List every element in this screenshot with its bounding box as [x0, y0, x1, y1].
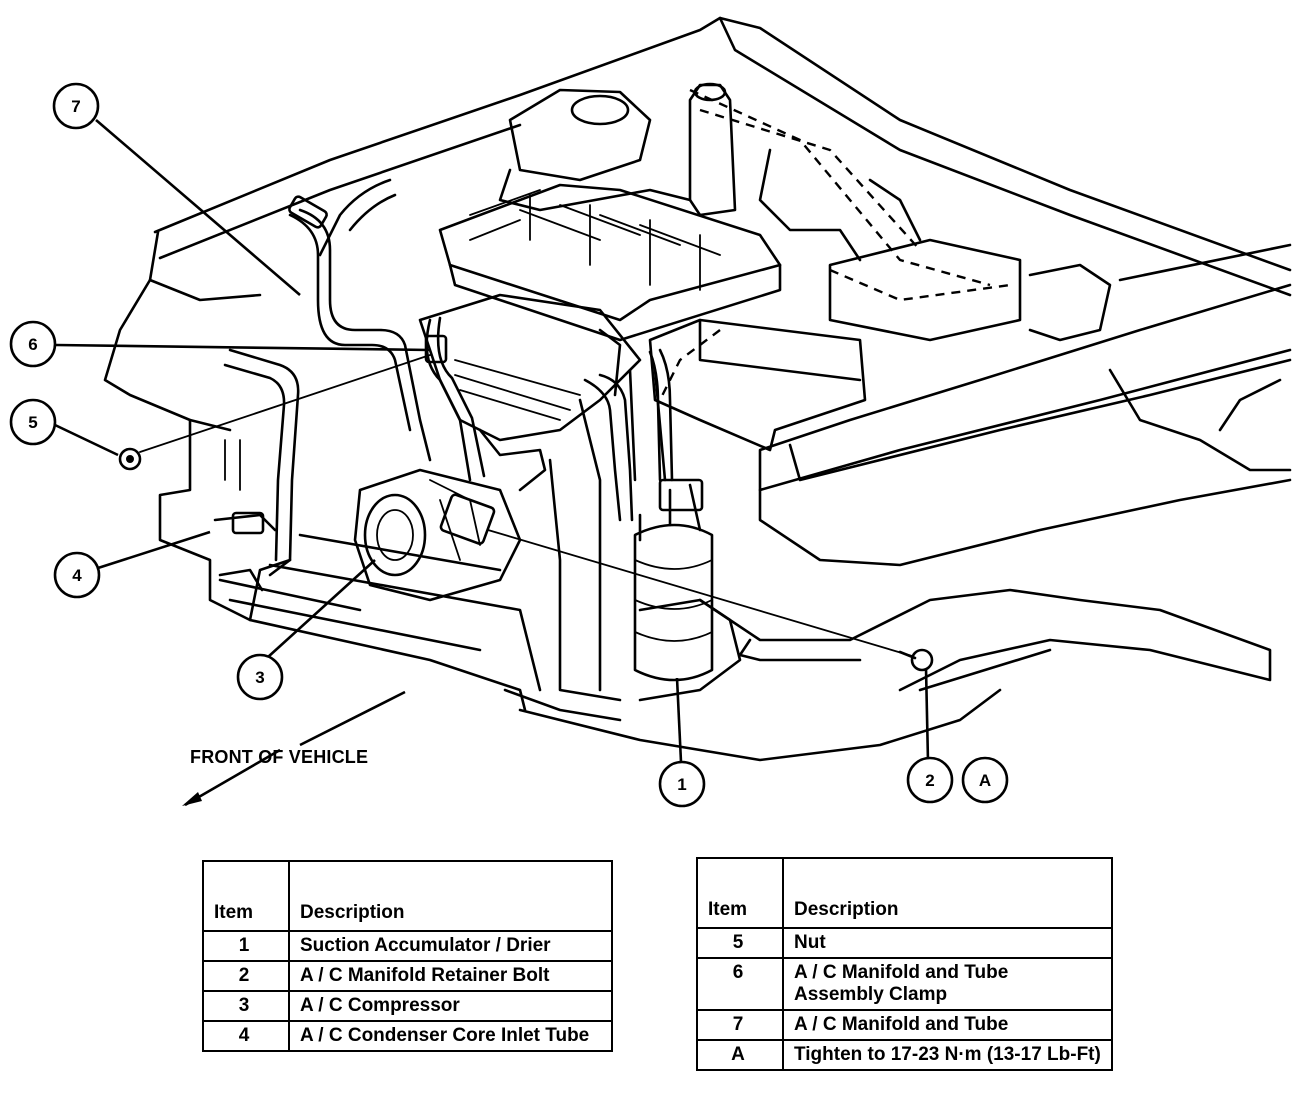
svg-text:4: 4	[72, 566, 82, 585]
callout-7: 7	[52, 82, 100, 130]
suction-accumulator-drier	[628, 368, 714, 682]
callout-5: 5	[9, 398, 57, 446]
svg-text:7: 7	[71, 97, 80, 116]
ac-manifold-and-tube	[213, 88, 1011, 592]
svg-text:3: 3	[255, 668, 264, 687]
item-column-header: Item	[202, 860, 290, 932]
item-column-header: Item	[696, 857, 784, 929]
legend-row: 3 A / C Compressor	[202, 990, 613, 1022]
legend-item-description: A / C Compressor	[288, 990, 613, 1022]
legend-header-row: Item Description	[202, 860, 613, 932]
legend-table-left: Item Description 1 Suction Accumulator /…	[202, 860, 613, 1052]
legend-row: 7 A / C Manifold and Tube	[696, 1009, 1113, 1041]
legend-item-number: 4	[202, 1020, 290, 1052]
callout-a: A	[961, 756, 1009, 804]
callout-2: 2	[906, 756, 954, 804]
legend-item-number: 1	[202, 930, 290, 962]
legend-item-number: A	[696, 1039, 784, 1071]
radiator-support	[158, 418, 542, 712]
legend-item-number: 6	[696, 957, 784, 1011]
legend-item-number: 3	[202, 990, 290, 1022]
legend-item-number: 7	[696, 1009, 784, 1041]
legend-header-row: Item Description	[696, 857, 1113, 929]
nut	[118, 447, 142, 471]
legend-table-right: Item Description 5 Nut 6 A / C Manifold …	[696, 857, 1113, 1071]
callout-4: 4	[53, 551, 101, 599]
legend-row: 5 Nut	[696, 927, 1113, 959]
legend-item-description: A / C Manifold and Tube Assembly Clamp	[782, 957, 1113, 1011]
legend-row: A Tighten to 17-23 N·m (13-17 Lb-Ft)	[696, 1039, 1113, 1071]
legend-item-description: Suction Accumulator / Drier	[288, 930, 613, 962]
legend-row: 6 A / C Manifold and Tube Assembly Clamp	[696, 957, 1113, 1011]
svg-text:1: 1	[677, 775, 686, 794]
svg-text:A: A	[979, 771, 991, 790]
ac-compressor	[353, 468, 522, 602]
callout-1: 1	[658, 760, 706, 808]
description-column-header: Description	[782, 857, 1113, 929]
legend-item-description: Nut	[782, 927, 1113, 959]
legend-item-description: A / C Manifold Retainer Bolt	[288, 960, 613, 992]
front-of-vehicle-label: FRONT OF VEHICLE	[190, 747, 368, 767]
legend-row: 4 A / C Condenser Core Inlet Tube	[202, 1020, 613, 1052]
legend-row: 2 A / C Manifold Retainer Bolt	[202, 960, 613, 992]
legend-item-number: 2	[202, 960, 290, 992]
svg-text:5: 5	[28, 413, 37, 432]
legend-item-description: A / C Manifold and Tube	[782, 1009, 1113, 1041]
legend-item-description: Tighten to 17-23 N·m (13-17 Lb-Ft)	[782, 1039, 1113, 1071]
manifold-retainer-bolt	[898, 648, 934, 672]
legend-item-number: 5	[696, 927, 784, 959]
svg-text:6: 6	[28, 335, 37, 354]
legend-row: 1 Suction Accumulator / Drier	[202, 930, 613, 962]
callout-leader-lines	[54, 119, 930, 807]
description-column-header: Description	[288, 860, 613, 932]
svg-text:2: 2	[925, 771, 934, 790]
vehicle-body-outline	[103, 16, 1292, 762]
callout-3: 3	[236, 653, 284, 701]
callout-6: 6	[9, 320, 57, 368]
legend-item-description: A / C Condenser Core Inlet Tube	[288, 1020, 613, 1052]
